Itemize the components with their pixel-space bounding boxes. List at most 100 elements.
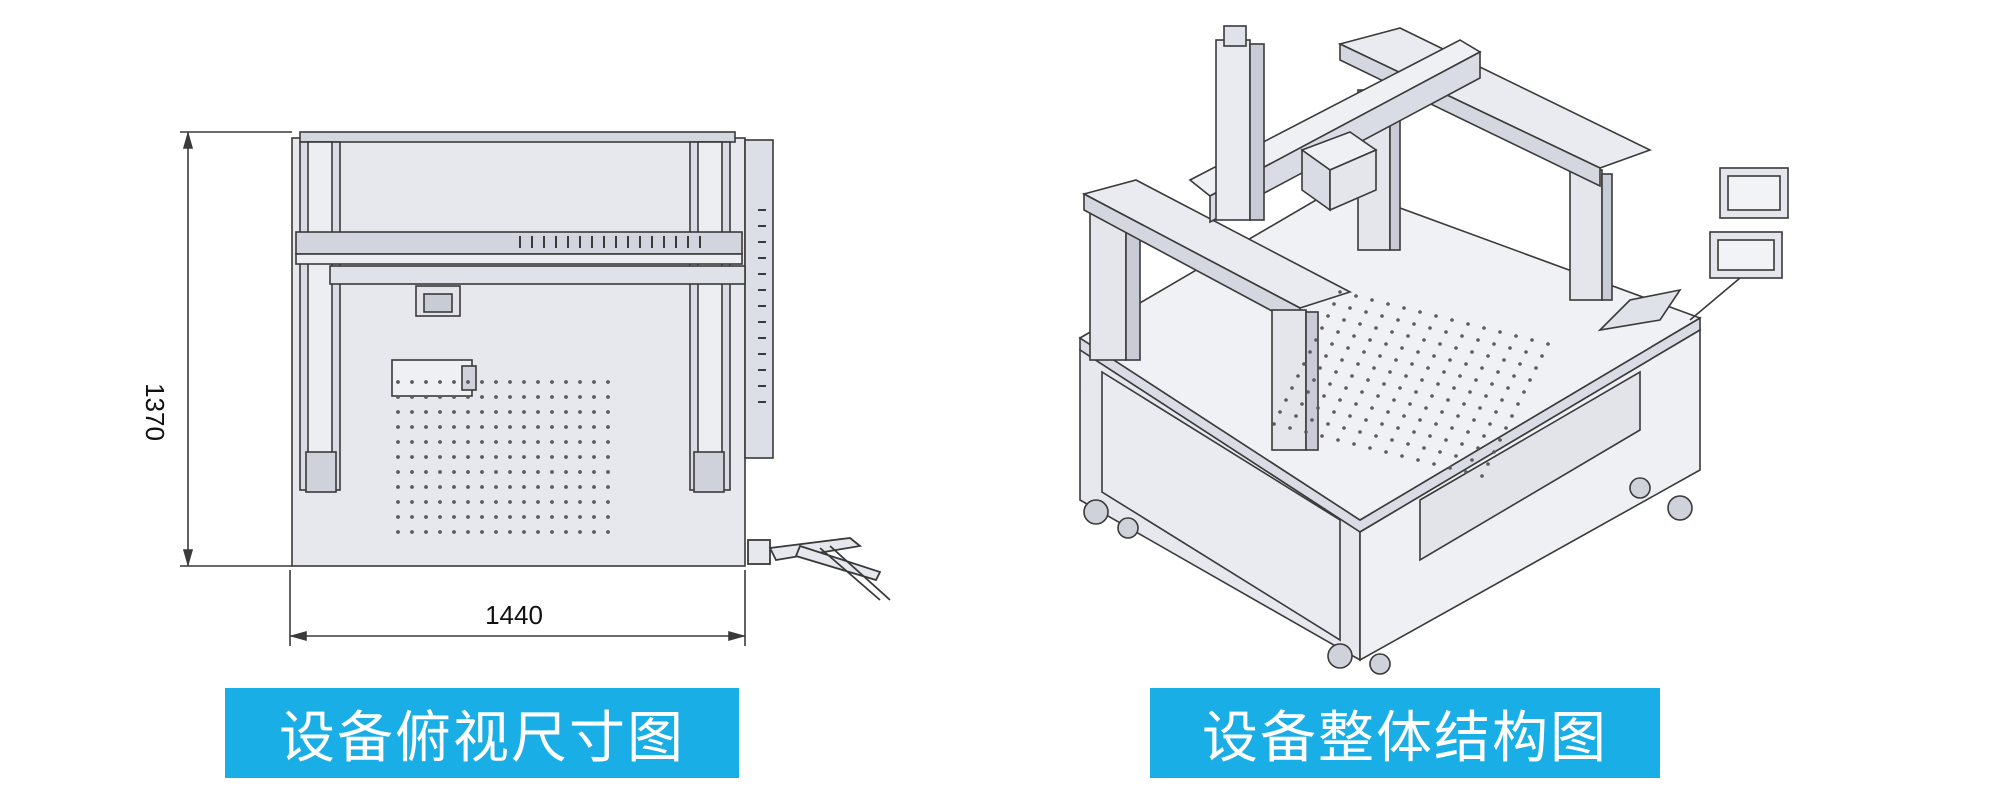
table-hole — [424, 530, 428, 534]
iso-table-hole — [1340, 358, 1344, 362]
table-hole — [452, 380, 456, 384]
table-hole — [410, 410, 414, 414]
table-hole — [494, 425, 498, 429]
table-hole — [396, 470, 400, 474]
table-hole — [452, 440, 456, 444]
table-hole — [578, 530, 582, 534]
iso-view-panel — [1040, 0, 2000, 700]
base-plate — [291, 131, 774, 567]
iso-table-hole — [1428, 434, 1432, 438]
iso-table-hole — [1438, 342, 1442, 346]
iso-table-hole — [1476, 338, 1480, 342]
iso-table-hole — [1376, 394, 1380, 398]
table-hole — [522, 500, 526, 504]
table-hole — [550, 515, 554, 519]
table-hole — [438, 530, 442, 534]
table-hole — [480, 485, 484, 489]
table-hole — [480, 470, 484, 474]
iso-table-hole — [1416, 350, 1420, 354]
table-hole — [550, 500, 554, 504]
table-hole — [466, 530, 470, 534]
table-hole — [480, 440, 484, 444]
table-hole — [410, 500, 414, 504]
table-hole — [438, 485, 442, 489]
table-hole — [396, 440, 400, 444]
table-hole — [466, 455, 470, 459]
table-hole — [578, 470, 582, 474]
iso-table-hole — [1498, 438, 1502, 442]
table-hole — [396, 455, 400, 459]
iso-table-hole — [1440, 410, 1444, 414]
table-hole — [396, 530, 400, 534]
iso-table-hole — [1426, 366, 1430, 370]
iso-table-hole — [1288, 426, 1292, 430]
iso-table-hole — [1462, 402, 1466, 406]
iso-table-hole — [1320, 434, 1324, 438]
iso-table-hole — [1384, 450, 1388, 454]
top-view-drawing: 1370 1440 — [140, 131, 891, 646]
table-hole — [466, 410, 470, 414]
table-hole — [438, 380, 442, 384]
iso-table-hole — [1396, 318, 1400, 322]
table-hole — [550, 530, 554, 534]
table-hole — [592, 530, 596, 534]
table-hole — [494, 530, 498, 534]
iso-table-hole — [1306, 390, 1310, 394]
table-hole — [410, 425, 414, 429]
table-hole — [592, 410, 596, 414]
table-hole — [452, 410, 456, 414]
iso-table-hole — [1454, 454, 1458, 458]
iso-table-hole — [1492, 342, 1496, 346]
iso-table-hole — [1388, 370, 1392, 374]
iso-table-hole — [1422, 338, 1426, 342]
table-hole — [606, 410, 610, 414]
iso-table-hole — [1460, 334, 1464, 338]
table-hole — [564, 500, 568, 504]
iso-table-hole — [1472, 418, 1476, 422]
iso-table-hole — [1402, 306, 1406, 310]
table-hole — [438, 470, 442, 474]
table-hole — [480, 380, 484, 384]
table-hole — [564, 485, 568, 489]
iso-table-hole — [1378, 354, 1382, 358]
iso-table-hole — [1506, 386, 1510, 390]
table-hole — [508, 470, 512, 474]
iso-table-hole — [1348, 306, 1352, 310]
iso-table-hole-grid — [1272, 290, 1550, 478]
table-hole-grid — [396, 380, 610, 534]
table-hole — [550, 470, 554, 474]
table-hole — [522, 470, 526, 474]
table-hole — [438, 425, 442, 429]
table-hole — [508, 395, 512, 399]
iso-table-hole — [1476, 446, 1480, 450]
iso-table-hole — [1322, 394, 1326, 398]
iso-view-drawing — [1078, 25, 1789, 675]
iso-table-hole — [1314, 338, 1318, 342]
iso-table-hole — [1304, 430, 1308, 434]
iso-table-hole — [1466, 322, 1470, 326]
iso-table-hole — [1370, 298, 1374, 302]
top-view-caption: 设备俯视尺寸图 — [225, 688, 739, 778]
iso-table-hole — [1342, 318, 1346, 322]
iso-table-hole — [1530, 338, 1534, 342]
table-hole — [522, 530, 526, 534]
iso-table-hole — [1352, 442, 1356, 446]
iso-table-hole — [1316, 406, 1320, 410]
table-hole — [578, 440, 582, 444]
iso-table-hole — [1294, 414, 1298, 418]
table-hole — [424, 455, 428, 459]
table-hole — [578, 455, 582, 459]
table-hole — [452, 395, 456, 399]
table-hole — [494, 470, 498, 474]
table-hole — [480, 425, 484, 429]
iso-table-hole — [1308, 350, 1312, 354]
iso-table-hole — [1356, 362, 1360, 366]
iso-table-hole — [1310, 418, 1314, 422]
table-hole — [438, 395, 442, 399]
table-hole — [494, 485, 498, 489]
table-hole — [522, 515, 526, 519]
table-hole — [452, 455, 456, 459]
table-hole — [578, 485, 582, 489]
iso-table-hole — [1318, 366, 1322, 370]
iso-table-hole — [1420, 378, 1424, 382]
